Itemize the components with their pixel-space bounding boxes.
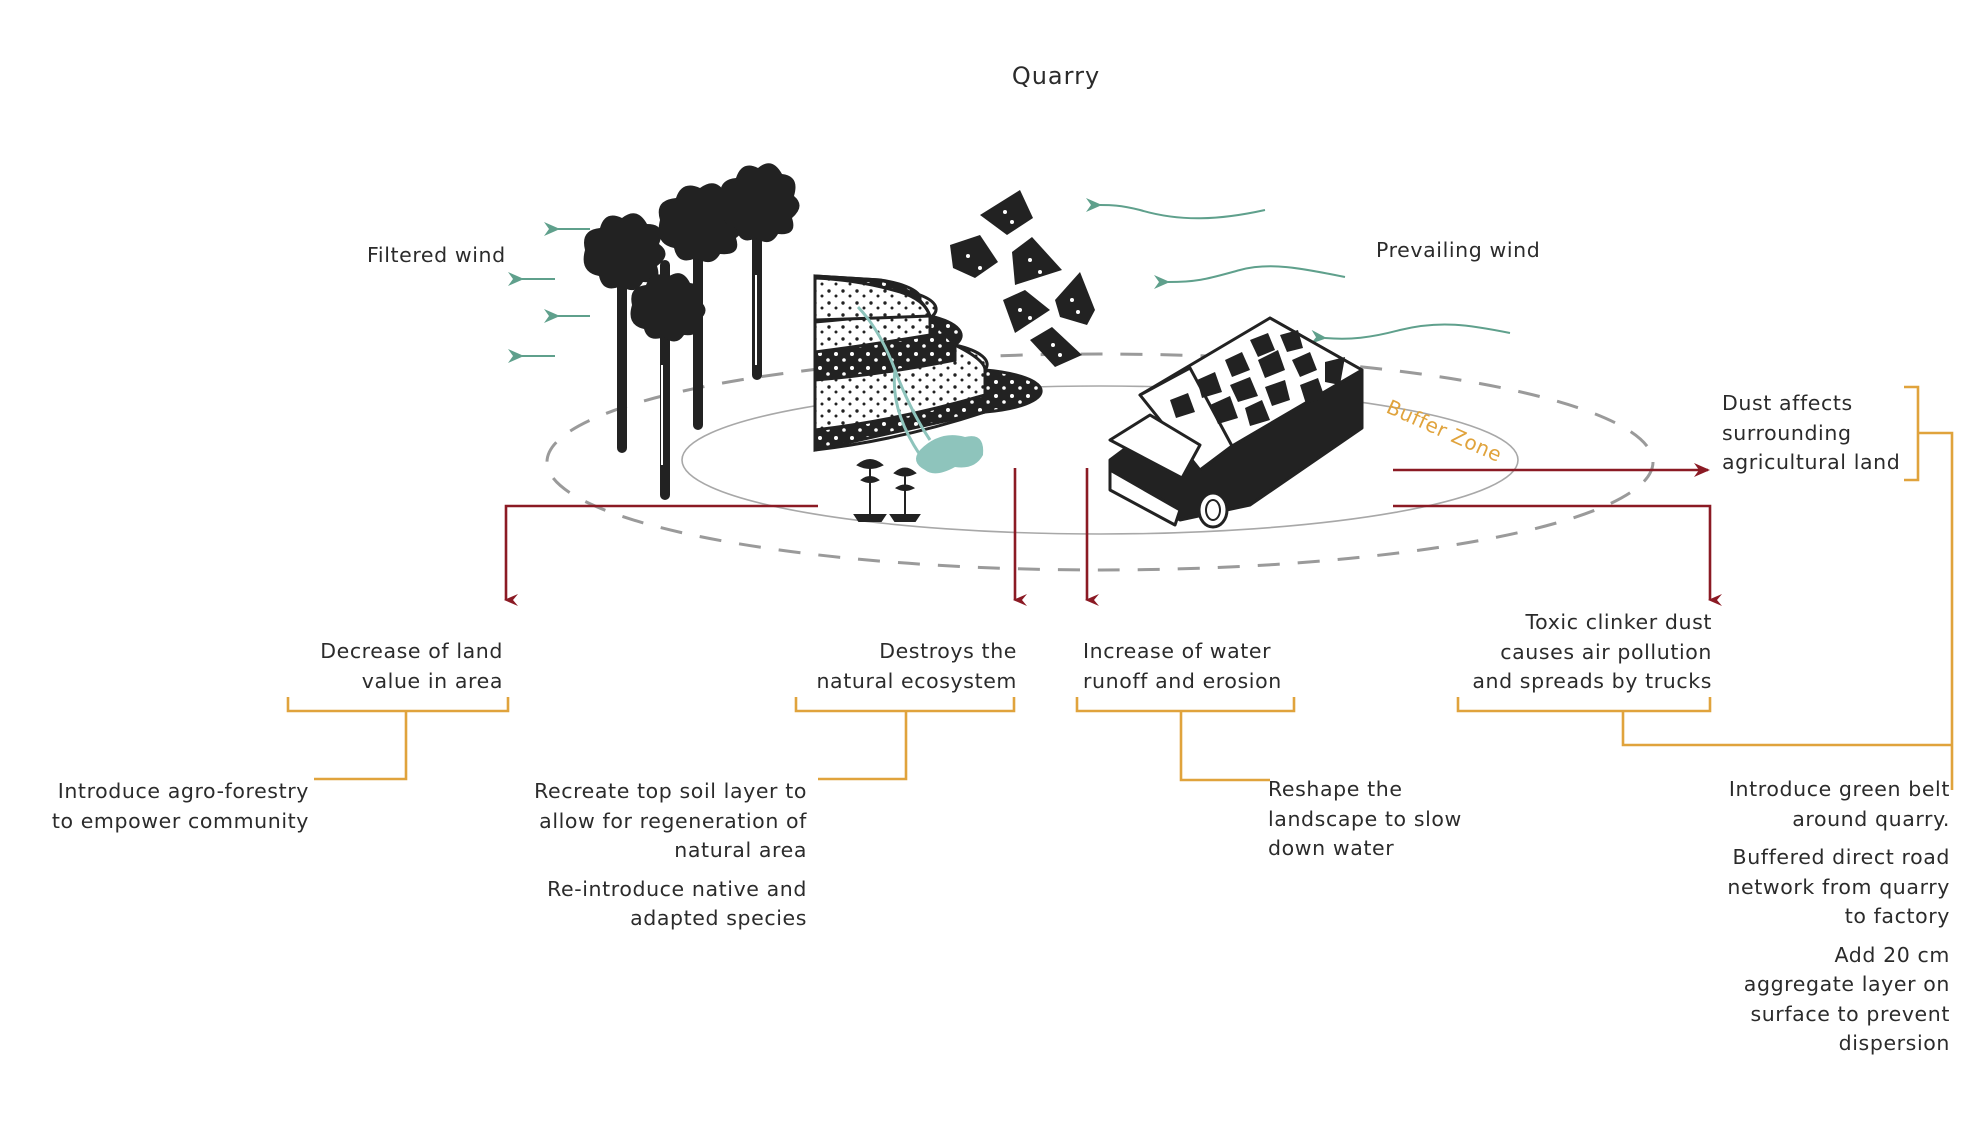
connector-green-belt	[1918, 431, 1954, 790]
impact-arrows	[504, 463, 1722, 606]
solution-reshape: Reshape the landscape to slow down water	[1268, 775, 1462, 864]
bracket-water-runoff	[1075, 697, 1296, 713]
solution-text-line: around quarry.	[1792, 806, 1950, 831]
truck-wheel	[1197, 491, 1229, 529]
solution-brackets	[286, 385, 1954, 790]
solution-text-line: Add 20 cm	[1834, 942, 1950, 967]
tree-icon	[720, 163, 800, 380]
wind-arrow-icon	[1310, 323, 1511, 344]
solution-text-line: down water	[1268, 836, 1395, 860]
impact-ecosystem: Destroys the natural ecosystem	[816, 637, 1017, 696]
impact-water-runoff: Increase of water runoff and erosion	[1083, 637, 1282, 696]
solution-text-line: Introduce agro-forestry	[57, 779, 309, 803]
water-puddle-icon	[916, 435, 984, 474]
solution-text-line: natural area	[674, 838, 807, 862]
impact-text-line: Decrease of land	[320, 639, 503, 663]
impact-text-line: natural ecosystem	[816, 668, 1017, 693]
seedling-icon	[889, 467, 921, 522]
buffer-zone	[545, 352, 1655, 572]
solution-text-line: adapted species	[630, 906, 807, 930]
impact-agri-dust: Dust affects surrounding agricultural la…	[1722, 389, 1900, 478]
impact-text-line: Destroys the	[879, 639, 1017, 663]
wind-arrow-icon	[1153, 265, 1346, 290]
impact-land-value: Decrease of land value in area	[320, 637, 503, 696]
impact-text-line: surrounding	[1722, 420, 1852, 445]
impact-text-line: Dust affects	[1722, 391, 1853, 415]
solution-text-line: aggregate layer on	[1743, 972, 1950, 996]
solution-text-line: surface to prevent	[1750, 1001, 1950, 1026]
solution-text-line: to factory	[1844, 904, 1950, 928]
impact-text-line: Toxic clinker dust	[1525, 610, 1712, 634]
solution-green-belt: Introduce green belt around quarry. Buff…	[1727, 775, 1950, 1059]
connector-clinker-to-greenbelt	[1621, 711, 1953, 747]
bracket-ecosystem	[794, 697, 1016, 713]
rock-fragment-icon	[1030, 327, 1082, 367]
solution-text-line: Buffered direct road	[1732, 845, 1950, 869]
solution-agro-forestry: Introduce agro-forestry to empower commu…	[52, 777, 309, 836]
solution-text-line: to empower community	[51, 808, 309, 833]
rock-fragments	[950, 190, 1095, 367]
solution-text-line: landscape to slow	[1268, 806, 1462, 831]
rock-fragment-icon	[1003, 290, 1050, 333]
arrow-land-value	[504, 504, 818, 606]
solution-text-line: allow for regeneration of	[539, 808, 807, 833]
connector-agro-forestry	[314, 711, 408, 781]
filtered-wind-arrows	[508, 222, 590, 363]
prevailing-wind-arrows	[1085, 197, 1511, 344]
truck-icon	[1108, 316, 1364, 529]
diagram-title: Quarry	[1011, 62, 1101, 90]
seedling-icon	[853, 459, 887, 522]
layered-soil-mound-icon	[813, 274, 1043, 452]
tree-icon	[583, 213, 666, 453]
bracket-land-value	[286, 697, 510, 713]
wind-arrow-icon	[1085, 197, 1266, 220]
solution-top-soil: Recreate top soil layer to allow for reg…	[534, 777, 807, 934]
bracket-clinker-dust	[1456, 697, 1712, 713]
prevailing-wind-label: Prevailing wind	[1376, 238, 1541, 262]
solution-text-line: dispersion	[1838, 1031, 1950, 1055]
impact-text-line: runoff and erosion	[1083, 668, 1282, 693]
impact-text-line: value in area	[361, 668, 503, 693]
outer-buffer-ellipse	[545, 352, 1655, 572]
seedling-group	[853, 459, 921, 522]
solution-text-line: network from quarry	[1727, 874, 1950, 899]
rock-fragment-icon	[1055, 272, 1095, 325]
connector-reshape	[1179, 711, 1270, 782]
impact-clinker-dust: Toxic clinker dust causes air pollution …	[1472, 608, 1712, 697]
impact-text-line: causes air pollution	[1500, 639, 1712, 664]
impact-text-line: Increase of water	[1083, 639, 1272, 663]
inner-buffer-ellipse	[681, 385, 1519, 535]
impact-text-line: agricultural land	[1722, 450, 1901, 474]
water-runoff	[856, 305, 984, 474]
solution-text-line: Reshape the	[1268, 777, 1403, 801]
tree-group	[583, 163, 800, 500]
buffer-zone-label: Buffer Zone	[1383, 395, 1506, 467]
solution-text-line: Introduce green belt	[1728, 777, 1950, 801]
bracket-agri-dust	[1904, 385, 1920, 482]
filtered-wind-label: Filtered wind	[367, 243, 506, 267]
connector-top-soil	[818, 711, 908, 781]
solution-text-line: Re-introduce native and	[547, 876, 807, 901]
impact-text-line: and spreads by trucks	[1472, 669, 1712, 693]
solution-text-line: Recreate top soil layer to	[534, 779, 807, 803]
rock-fragment-icon	[1012, 237, 1062, 285]
arrow-clinker-dust	[1393, 504, 1722, 606]
rock-fragment-icon	[950, 235, 998, 278]
